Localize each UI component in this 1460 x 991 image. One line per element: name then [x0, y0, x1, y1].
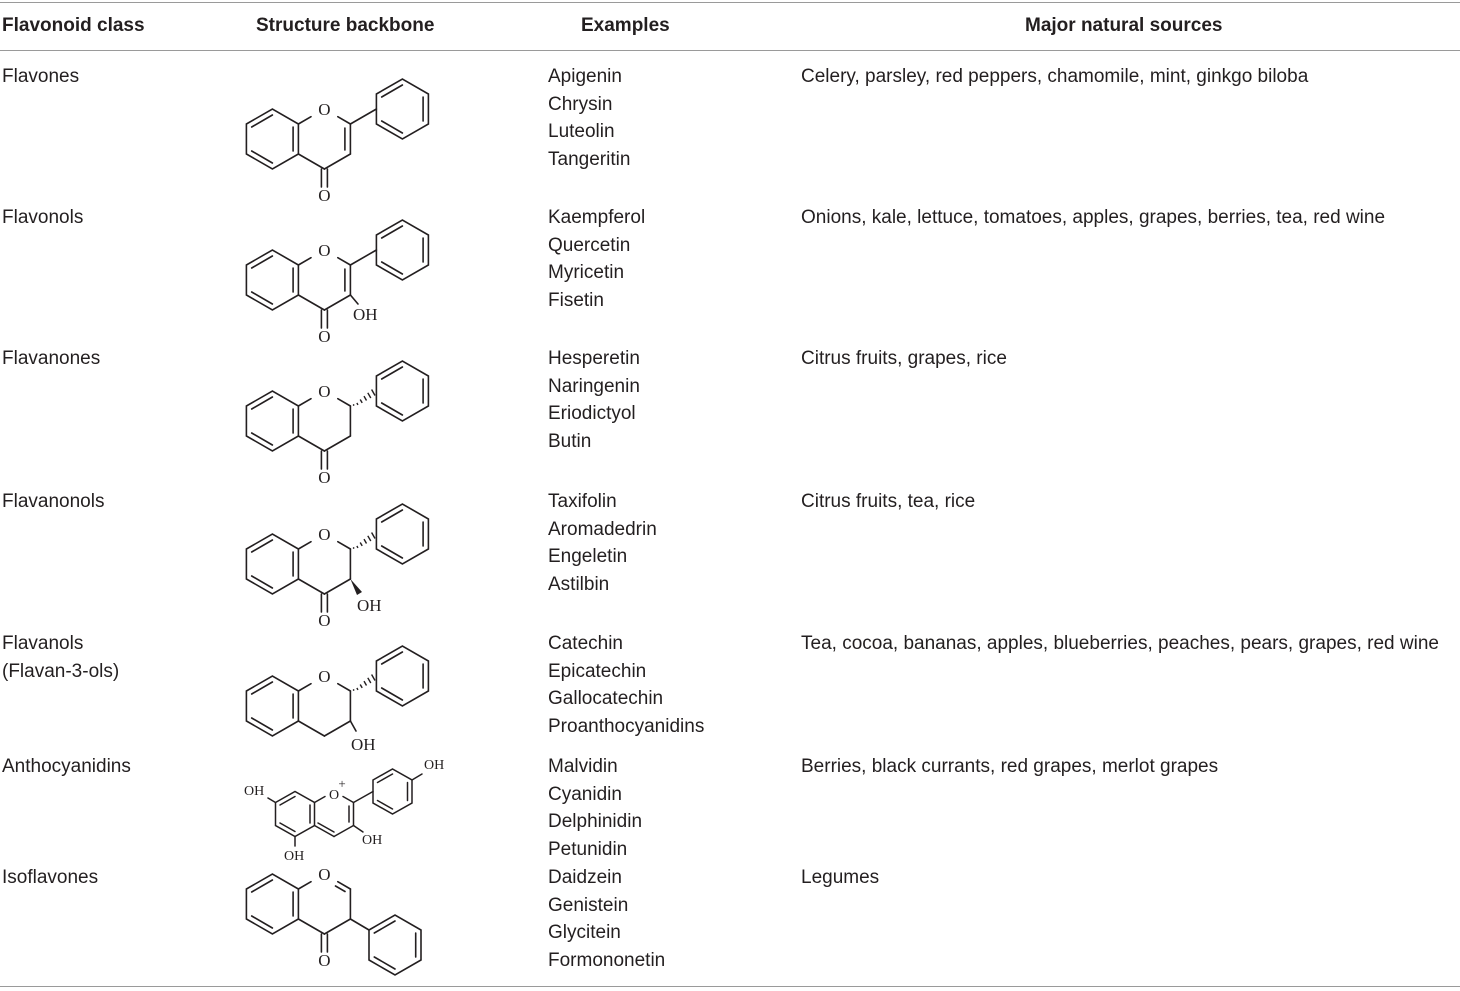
header-examples: Examples	[581, 15, 670, 36]
example-item: Luteolin	[548, 121, 615, 142]
ketone-oxygen-label: O	[318, 611, 330, 630]
hydroxyl-label: OH	[424, 758, 444, 773]
example-item: Myricetin	[548, 262, 625, 283]
header-rule	[0, 50, 1460, 51]
example-item: Malvidin	[548, 756, 618, 777]
example-item: Hesperetin	[548, 348, 640, 369]
hydroxyl-label: OH	[351, 735, 376, 754]
class-subname: (Flavan-3-ols)	[2, 660, 120, 682]
sources-cell: Onions, kale, lettuce, tomatoes, apples,…	[801, 207, 1386, 228]
examples-cell: Daidzein Genistein Glycitein Formononeti…	[548, 864, 665, 974]
example-item: Gallocatechin	[548, 688, 664, 709]
sources-cell: Legumes	[801, 867, 880, 888]
example-item: Cyanidin	[548, 783, 622, 805]
ring-oxygen-label: O	[329, 788, 339, 803]
flavone-structure: O O	[236, 60, 436, 211]
class-cell: Flavanols (Flavan-3-ols)	[2, 630, 119, 685]
sources-cell: Citrus fruits, grapes, rice	[801, 348, 1007, 369]
hydroxyl-label: OH	[353, 305, 378, 324]
example-item: Petunidin	[548, 838, 628, 860]
flavanone-structure: O O	[236, 342, 436, 493]
example-item: Fisetin	[548, 289, 604, 311]
hydroxyl-label: OH	[284, 849, 304, 864]
ring-oxygen-label: O	[318, 865, 330, 884]
example-item: Proanthocyanidins	[548, 715, 705, 737]
example-item: Catechin	[548, 633, 623, 654]
flavanol-structure: O OH	[236, 627, 436, 778]
example-item: Naringenin	[548, 375, 640, 397]
class-name: Flavanonols	[2, 491, 105, 512]
class-cell: Flavanonols	[2, 488, 104, 516]
example-item: Quercetin	[548, 234, 631, 256]
hydroxyl-label: OH	[244, 784, 264, 799]
header-structure-backbone: Structure backbone	[256, 15, 435, 36]
example-item: Taxifolin	[548, 491, 617, 512]
class-name: Flavanones	[2, 348, 101, 369]
example-item: Daidzein	[548, 867, 622, 888]
examples-cell: Hesperetin Naringenin Eriodictyol Butin	[548, 345, 640, 455]
ring-oxygen-label: O	[318, 241, 330, 260]
ring-oxygen-label: O	[318, 100, 330, 119]
anthocyanidin-structure: O + OH OH OH OH	[236, 752, 466, 869]
ketone-oxygen-label: O	[318, 327, 330, 346]
class-cell: Anthocyanidins	[2, 753, 131, 781]
header-flavonoid-class: Flavonoid class	[2, 15, 145, 36]
example-item: Engeletin	[548, 546, 628, 567]
example-item: Genistein	[548, 894, 629, 916]
class-cell: Isoflavones	[2, 864, 98, 892]
positive-charge-label: +	[338, 776, 345, 791]
top-rule	[0, 2, 1460, 3]
class-cell: Flavanones	[2, 345, 100, 373]
hydroxyl-label: OH	[357, 596, 382, 615]
sources-cell: Tea, cocoa, bananas, apples, blueberries…	[801, 633, 1439, 654]
ketone-oxygen-label: O	[318, 186, 330, 205]
header-major-natural-sources: Major natural sources	[1025, 15, 1223, 36]
example-item: Epicatechin	[548, 660, 647, 682]
class-name: Flavones	[2, 66, 80, 87]
class-name: Isoflavones	[2, 867, 99, 888]
class-name: Flavonols	[2, 207, 84, 228]
example-item: Butin	[548, 430, 592, 452]
example-item: Eriodictyol	[548, 403, 636, 424]
examples-cell: Taxifolin Aromadedrin Engeletin Astilbin	[548, 488, 657, 598]
examples-cell: Apigenin Chrysin Luteolin Tangeritin	[548, 63, 630, 173]
ketone-oxygen-label: O	[318, 951, 330, 970]
examples-cell: Kaempferol Quercetin Myricetin Fisetin	[548, 204, 645, 314]
hydroxyl-label: OH	[362, 833, 382, 848]
flavanonol-structure: O O OH	[236, 485, 436, 636]
isoflavone-structure: O O	[236, 855, 436, 985]
sources-cell: Citrus fruits, tea, rice	[801, 491, 976, 512]
examples-cell: Catechin Epicatechin Gallocatechin Proan…	[548, 630, 704, 740]
bottom-rule	[0, 986, 1460, 987]
class-name: Anthocyanidins	[2, 756, 131, 777]
ring-oxygen-label: O	[318, 667, 330, 686]
ketone-oxygen-label: O	[318, 468, 330, 487]
sources-cell: Celery, parsley, red peppers, chamomile,…	[801, 66, 1309, 87]
example-item: Apigenin	[548, 66, 622, 87]
class-cell: Flavonols	[2, 204, 83, 232]
ring-oxygen-label: O	[318, 382, 330, 401]
example-item: Delphinidin	[548, 811, 643, 832]
example-item: Glycitein	[548, 922, 621, 943]
example-item: Chrysin	[548, 93, 613, 115]
example-item: Astilbin	[548, 573, 610, 595]
example-item: Kaempferol	[548, 207, 646, 228]
class-cell: Flavones	[2, 63, 79, 91]
example-item: Aromadedrin	[548, 518, 657, 540]
examples-cell: Malvidin Cyanidin Delphinidin Petunidin	[548, 753, 642, 863]
flavonol-structure: O O OH	[236, 201, 436, 352]
ring-oxygen-label: O	[318, 525, 330, 544]
class-name: Flavanols	[2, 633, 84, 654]
example-item: Tangeritin	[548, 148, 631, 170]
sources-cell: Berries, black currants, red grapes, mer…	[801, 756, 1219, 777]
example-item: Formononetin	[548, 949, 666, 971]
